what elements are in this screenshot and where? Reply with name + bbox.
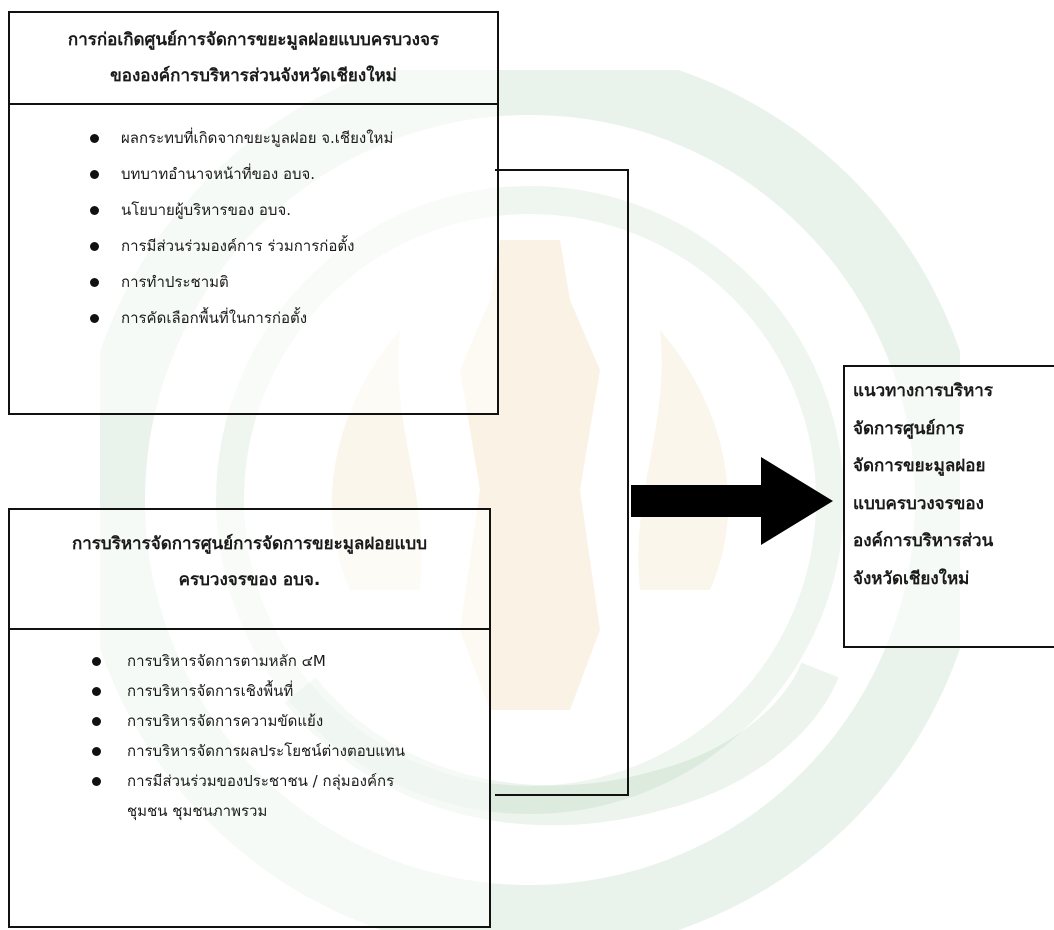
management-title: การบริหารจัดการศูนย์การจัดการขยะมูลฝอยแบ… [10,510,489,630]
connector-top-horizontal [495,169,628,171]
list-item-continuation: ชุมชน ชุมชนภาพรวม [127,802,268,820]
result-line-6: จังหวัดเชียงใหม่ [853,568,970,589]
bullet-icon [90,314,99,323]
management-title-line-1: การบริหารจัดการศูนย์การจัดการขยะมูลฝอยแบ… [71,534,428,554]
bullet-icon [92,717,101,726]
result-line-2: จัดการศูนย์การ [853,418,965,439]
result-line-4: แบบครบวงจรของ [853,493,984,514]
list-item-label: การบริหารจัดการความขัดแย้ง [127,712,324,730]
bullet-icon [92,657,101,666]
list-item-label: นโยบายผู้บริหารของ อบจ. [121,201,292,219]
result-line-3: จัดการขยะมูลฝอย [853,456,986,476]
list-item: ผลกระทบที่เกิดจากขยะมูลฝอย จ.เชียงใหม่ [10,125,497,161]
bullet-icon [90,242,99,251]
management-list: การบริหารจัดการตามหลัก ๔M การบริหารจัดกา… [10,630,489,826]
arrow-right-icon [631,457,833,545]
connector-vertical [627,169,629,796]
list-item: นโยบายผู้บริหารของ อบจ. [10,197,497,233]
origin-factors-list: ผลกระทบที่เกิดจากขยะมูลฝอย จ.เชียงใหม่ บ… [10,105,497,341]
result-line-1: แนวทางการบริหาร [853,381,993,401]
origin-title-line-2: ขององค์การบริหารส่วนจังหวัดเชียงใหม่ [110,66,397,86]
bullet-icon [92,687,101,696]
list-item-label: การบริหารจัดการผลประโยชน์ต่างตอบแทน [127,742,406,760]
list-item-label: การทำประชามติ [121,273,229,291]
origin-title-line-1: การก่อเกิดศูนย์การจัดการขยะมูลฝอยแบบครบว… [67,30,440,50]
bullet-icon [92,747,101,756]
list-item: การบริหารจัดการผลประโยชน์ต่างตอบแทน [10,736,489,766]
list-item: การบริหารจัดการเชิงพื้นที่ [10,676,489,706]
list-item: การบริหารจัดการตามหลัก ๔M [10,646,489,676]
list-item-label: การมีส่วนร่วมองค์การ ร่วมการก่อตั้ง [121,237,355,255]
bullet-icon [90,170,99,179]
list-item: การทำประชามติ [10,269,497,305]
result-text: แนวทางการบริหาร จัดการศูนย์การ จัดการขยะ… [845,367,1054,598]
list-item: การมีส่วนร่วมของประชาชน / กลุ่มองค์กรชุม… [10,766,489,826]
origin-factors-title: การก่อเกิดศูนย์การจัดการขยะมูลฝอยแบบครบว… [10,13,497,105]
connector-bottom-horizontal [495,794,629,796]
result-box: แนวทางการบริหาร จัดการศูนย์การ จัดการขยะ… [843,365,1054,648]
bullet-icon [92,777,101,786]
management-box: การบริหารจัดการศูนย์การจัดการขยะมูลฝอยแบ… [8,508,491,928]
list-item: การคัดเลือกพื้นที่ในการก่อตั้ง [10,305,497,341]
management-title-line-2: ครบวงจรของ อบจ. [178,570,321,590]
result-line-5: องค์การบริหารส่วน [853,531,994,551]
bullet-icon [90,134,99,143]
list-item: การมีส่วนร่วมองค์การ ร่วมการก่อตั้ง [10,233,497,269]
list-item-label: บทบาทอำนาจหน้าที่ของ อบจ. [121,165,316,183]
list-item: บทบาทอำนาจหน้าที่ของ อบจ. [10,161,497,197]
bullet-icon [90,278,99,287]
list-item-label: การคัดเลือกพื้นที่ในการก่อตั้ง [121,309,308,327]
bullet-icon [90,206,99,215]
list-item-label: การมีส่วนร่วมของประชาชน / กลุ่มองค์กร [127,772,395,790]
list-item: การบริหารจัดการความขัดแย้ง [10,706,489,736]
list-item-label: การบริหารจัดการตามหลัก ๔M [127,652,326,670]
list-item-label: ผลกระทบที่เกิดจากขยะมูลฝอย จ.เชียงใหม่ [121,129,394,147]
origin-factors-box: การก่อเกิดศูนย์การจัดการขยะมูลฝอยแบบครบว… [8,11,499,415]
list-item-label: การบริหารจัดการเชิงพื้นที่ [127,682,294,700]
